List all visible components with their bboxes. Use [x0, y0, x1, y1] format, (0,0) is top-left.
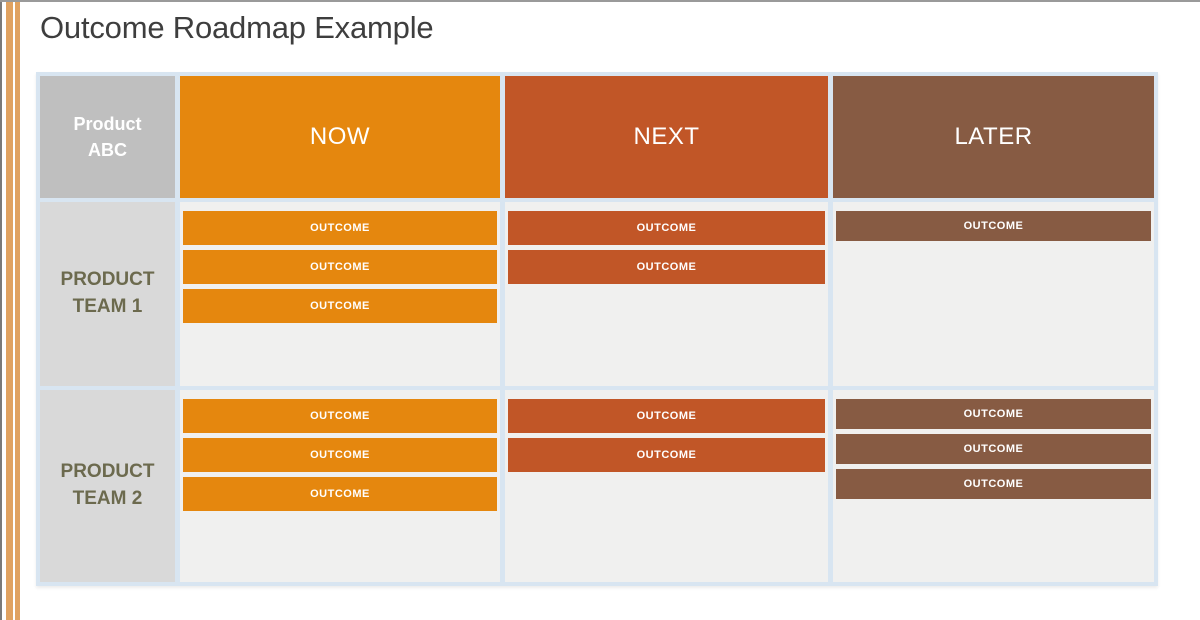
outcome-bar: OUTCOME — [508, 211, 825, 245]
cell-team2-later: OUTCOME OUTCOME OUTCOME — [833, 390, 1154, 582]
outcome-bar: OUTCOME — [183, 399, 497, 433]
roadmap-table: Product ABC NOW NEXT LATER PRODUCT TEAM … — [36, 72, 1158, 586]
cell-team2-now: OUTCOME OUTCOME OUTCOME — [180, 390, 500, 582]
left-stripe-narrow — [15, 2, 20, 620]
outcome-bar: OUTCOME — [183, 250, 497, 284]
outcome-bar: OUTCOME — [183, 438, 497, 472]
row-header-product-team-2: PRODUCT TEAM 2 — [40, 390, 175, 582]
outcome-bar: OUTCOME — [508, 250, 825, 284]
corner-label-line1: Product — [73, 113, 142, 134]
corner-label-line2: ABC — [88, 140, 127, 160]
corner-cell-product-abc: Product ABC — [40, 76, 175, 198]
team2-label-line2: TEAM 2 — [72, 488, 143, 509]
column-header-now: NOW — [180, 76, 500, 198]
left-edge-line — [0, 2, 2, 620]
cell-team1-later: OUTCOME — [833, 202, 1154, 386]
team1-label-line2: TEAM 1 — [72, 296, 143, 317]
cell-team1-next: OUTCOME OUTCOME — [505, 202, 828, 386]
team1-label-line1: PRODUCT — [60, 269, 155, 291]
outcome-bar: OUTCOME — [836, 434, 1151, 464]
outcome-bar: OUTCOME — [183, 477, 497, 511]
outcome-bar: OUTCOME — [836, 399, 1151, 429]
cell-team1-now: OUTCOME OUTCOME OUTCOME — [180, 202, 500, 386]
outcome-bar: OUTCOME — [508, 438, 825, 472]
left-stripe-wide — [6, 2, 13, 620]
column-header-later: LATER — [833, 76, 1154, 198]
row-header-product-team-1: PRODUCT TEAM 1 — [40, 202, 175, 386]
page-title: Outcome Roadmap Example — [40, 10, 434, 45]
outcome-bar: OUTCOME — [183, 211, 497, 245]
cell-team2-next: OUTCOME OUTCOME — [505, 390, 828, 582]
team2-label-line1: PRODUCT — [60, 461, 155, 483]
outcome-bar: OUTCOME — [183, 289, 497, 323]
column-header-next: NEXT — [505, 76, 828, 198]
outcome-bar: OUTCOME — [508, 399, 825, 433]
outcome-bar: OUTCOME — [836, 469, 1151, 499]
outcome-bar: OUTCOME — [836, 211, 1151, 241]
